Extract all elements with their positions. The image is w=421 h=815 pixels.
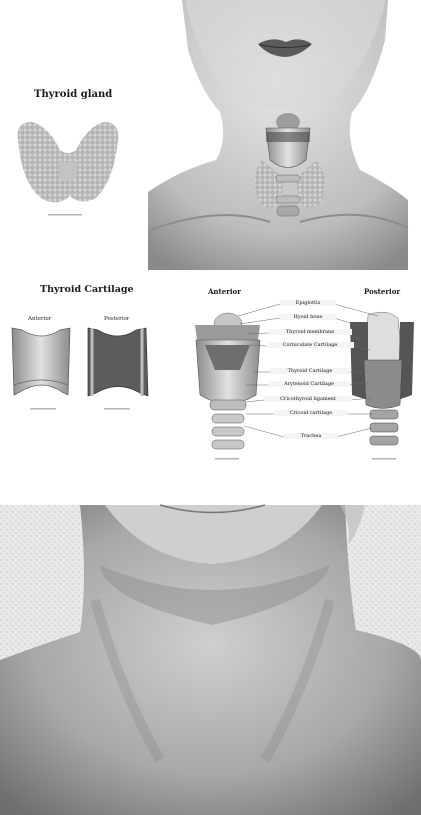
thyroid-cartilage-anterior-label: Anterior <box>28 316 51 322</box>
neck-figure-bottom <box>0 505 421 815</box>
label-thyroid-membrane: Thyroid membrane <box>268 329 352 335</box>
label-arytenoid-cartilage: Arytenoid Cartilage <box>268 381 350 387</box>
larynx-posterior-illustration <box>350 312 414 459</box>
thyroid-gland-title: Thyroid gland <box>34 89 112 100</box>
label-corniculate-cartilage: Corniculate Cartilage <box>266 342 354 348</box>
thyroid-cartilage-posterior <box>88 328 148 410</box>
thyroid-cartilage-posterior-label: Posterior <box>104 316 129 322</box>
label-trachea: Trachea <box>284 433 338 439</box>
thyroid-cartilage-anterior <box>12 328 70 410</box>
label-cricoid-cartilage: Cricoid cartilage <box>274 410 348 416</box>
larynx-anterior-title: Anterior <box>208 287 241 296</box>
label-hyoid-bone: Hyoid bone <box>280 314 336 320</box>
larynx-anterior-illustration <box>195 313 260 460</box>
thyroid-cartilage-title: Thyroid Cartilage <box>40 284 134 295</box>
thyroid-gland-illustration <box>18 122 119 216</box>
label-thyroid-cartilage: Thyroid Cartilage <box>270 368 350 374</box>
label-cricothyroid-ligament: Cricothyroid ligament <box>264 396 352 402</box>
label-epiglottis: Epiglottis <box>280 300 336 306</box>
larynx-posterior-title: Posterior <box>364 287 400 296</box>
